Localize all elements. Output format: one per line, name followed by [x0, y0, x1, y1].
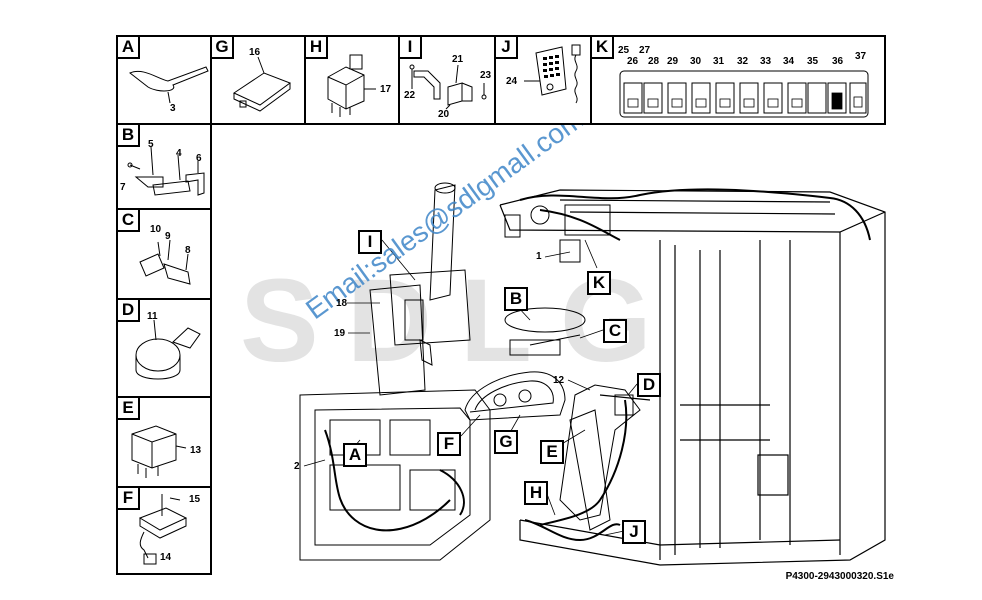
part-number: 28 — [648, 56, 660, 67]
roof-harness — [519, 188, 871, 241]
part-number: 19 — [334, 328, 346, 339]
part-number: 4 — [176, 148, 182, 159]
panel-label: G — [212, 37, 234, 59]
panel-label: C — [118, 210, 140, 232]
part-number: 14 — [160, 552, 172, 563]
cable-tie-icon — [129, 66, 209, 104]
part-number: 22 — [404, 90, 416, 101]
callout-f: F — [437, 432, 461, 456]
callout-g: G — [494, 430, 518, 454]
panel-label: A — [118, 37, 140, 59]
panel-a: A 3 — [116, 35, 212, 125]
right-side-console — [539, 384, 641, 531]
steering-column — [369, 182, 471, 396]
callout-c: C — [603, 319, 627, 343]
diagram-code: P4300-2943000320.S1e — [785, 571, 894, 582]
panel-label: H — [306, 37, 328, 59]
part-number: 2 — [294, 461, 300, 472]
panel-b: B 5 4 6 7 — [116, 123, 212, 210]
panel-label: K — [592, 37, 614, 59]
part-number: 27 — [639, 45, 651, 56]
part-number: 7 — [120, 182, 126, 193]
part-number: 34 — [783, 56, 795, 67]
bracket-assembly-icon — [409, 64, 487, 110]
part-number: 6 — [196, 153, 202, 164]
dashboard-panel — [299, 389, 491, 561]
callout-e: E — [540, 440, 564, 464]
brand-watermark: SDLG — [240, 255, 680, 387]
callout-j: J — [622, 520, 646, 544]
part-number: 32 — [737, 56, 749, 67]
sensor-module-icon — [138, 494, 188, 565]
steering-wheel — [504, 307, 586, 333]
panel-e: E 13 — [116, 396, 212, 488]
clamp-bracket-icon — [127, 146, 205, 196]
part-number: 26 — [627, 56, 639, 67]
part-number: 20 — [438, 109, 450, 120]
part-number: 21 — [452, 54, 464, 65]
instrument-cluster — [464, 371, 566, 421]
panel-g: G 16 — [210, 35, 306, 125]
part-number: 37 — [855, 51, 867, 62]
connector-icon — [139, 239, 191, 285]
part-number: 12 — [553, 375, 565, 386]
part-number: 36 — [832, 56, 844, 67]
floor-harness — [524, 519, 621, 542]
callout-i: I — [358, 230, 382, 254]
part-number: 10 — [150, 224, 162, 235]
cab-frame — [499, 189, 886, 566]
part-number: 16 — [249, 47, 261, 58]
part-number: 33 — [760, 56, 772, 67]
part-number: 5 — [148, 139, 154, 150]
callout-k: K — [587, 271, 611, 295]
panel-f: F 15 14 — [116, 486, 212, 575]
radio-microphone-icon — [524, 44, 581, 104]
part-number: 29 — [667, 56, 679, 67]
panel-label: D — [118, 300, 140, 322]
panel-d: D 11 — [116, 298, 212, 398]
relay-icon — [327, 54, 376, 117]
part-number: 1 — [536, 251, 542, 262]
control-unit-icon — [232, 56, 292, 112]
panel-label: B — [118, 125, 140, 147]
part-number: 15 — [189, 494, 201, 505]
part-number: 31 — [713, 56, 725, 67]
part-number: 30 — [690, 56, 702, 67]
part-number: 23 — [480, 70, 492, 81]
panel-label: I — [400, 37, 422, 59]
panel-c: C 10 9 8 — [116, 208, 212, 300]
part-number: 25 — [618, 45, 630, 56]
callout-a: A — [343, 443, 367, 467]
panel-h: H 17 — [304, 35, 400, 125]
part-number: 18 — [336, 298, 348, 309]
part-number: 35 — [807, 56, 819, 67]
part-number: 13 — [190, 445, 202, 456]
part-number: 24 — [506, 76, 518, 87]
panel-i: I 21 23 22 20 — [398, 35, 496, 125]
part-number: 9 — [165, 231, 171, 242]
relay-icon — [131, 425, 187, 478]
panel-j: J 24 — [494, 35, 592, 125]
ignition-switch-icon — [135, 319, 201, 380]
part-number: 11 — [147, 311, 158, 322]
panel-label: E — [118, 398, 140, 420]
callout-h: H — [524, 481, 548, 505]
callout-b: B — [504, 287, 528, 311]
part-number: 8 — [185, 245, 191, 256]
part-number: 3 — [170, 103, 176, 114]
panel-k: K 25 26 27 28 29 — [590, 35, 886, 125]
panel-label: J — [496, 37, 518, 59]
callout-d: D — [637, 373, 661, 397]
switch-panel-icon — [619, 70, 869, 118]
panel-label: F — [118, 488, 140, 510]
part-number: 17 — [380, 84, 392, 95]
